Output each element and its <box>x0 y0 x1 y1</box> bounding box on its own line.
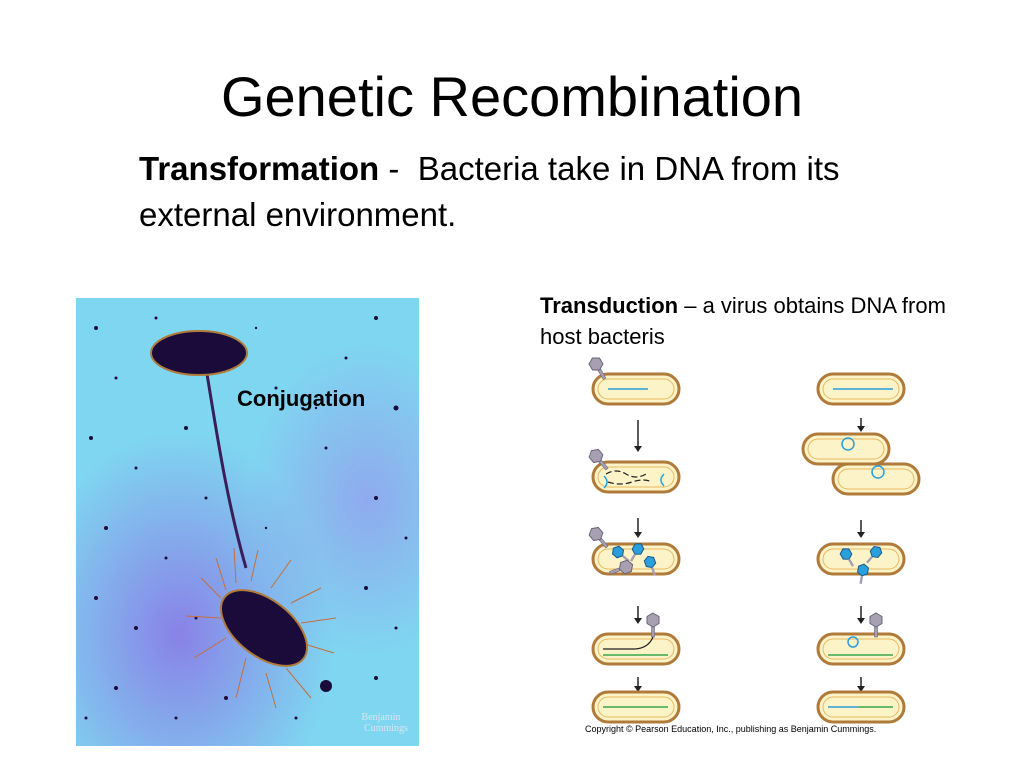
right-step-5 <box>818 692 904 722</box>
transformation-term: Transformation <box>139 150 379 187</box>
left-step-1 <box>587 355 679 404</box>
copyright-notice: Copyright © Pearson Education, Inc., pub… <box>585 723 876 735</box>
left-step-3 <box>587 525 679 579</box>
right-step-3 <box>818 544 904 585</box>
left-step-5 <box>593 692 679 722</box>
photo-watermark-line2: Cummings <box>364 723 408 734</box>
transduction-paragraph: Transduction – a virus obtains DNA from … <box>540 290 960 352</box>
transformation-separator: - <box>379 150 418 187</box>
conjugation-micrograph: Benjamin Cummings <box>76 298 419 746</box>
right-step-1 <box>818 374 904 404</box>
photo-watermark-line1: Benjamin <box>362 712 401 723</box>
transformation-paragraph: Transformation - Bacteria take in DNA fr… <box>139 146 899 238</box>
slide-title: Genetic Recombination <box>0 62 1024 132</box>
transduction-diagram <box>578 352 928 742</box>
right-step-2 <box>803 434 919 494</box>
conjugation-label: Conjugation <box>237 384 365 414</box>
transduction-term: Transduction <box>540 293 678 318</box>
left-step-2 <box>587 447 679 492</box>
